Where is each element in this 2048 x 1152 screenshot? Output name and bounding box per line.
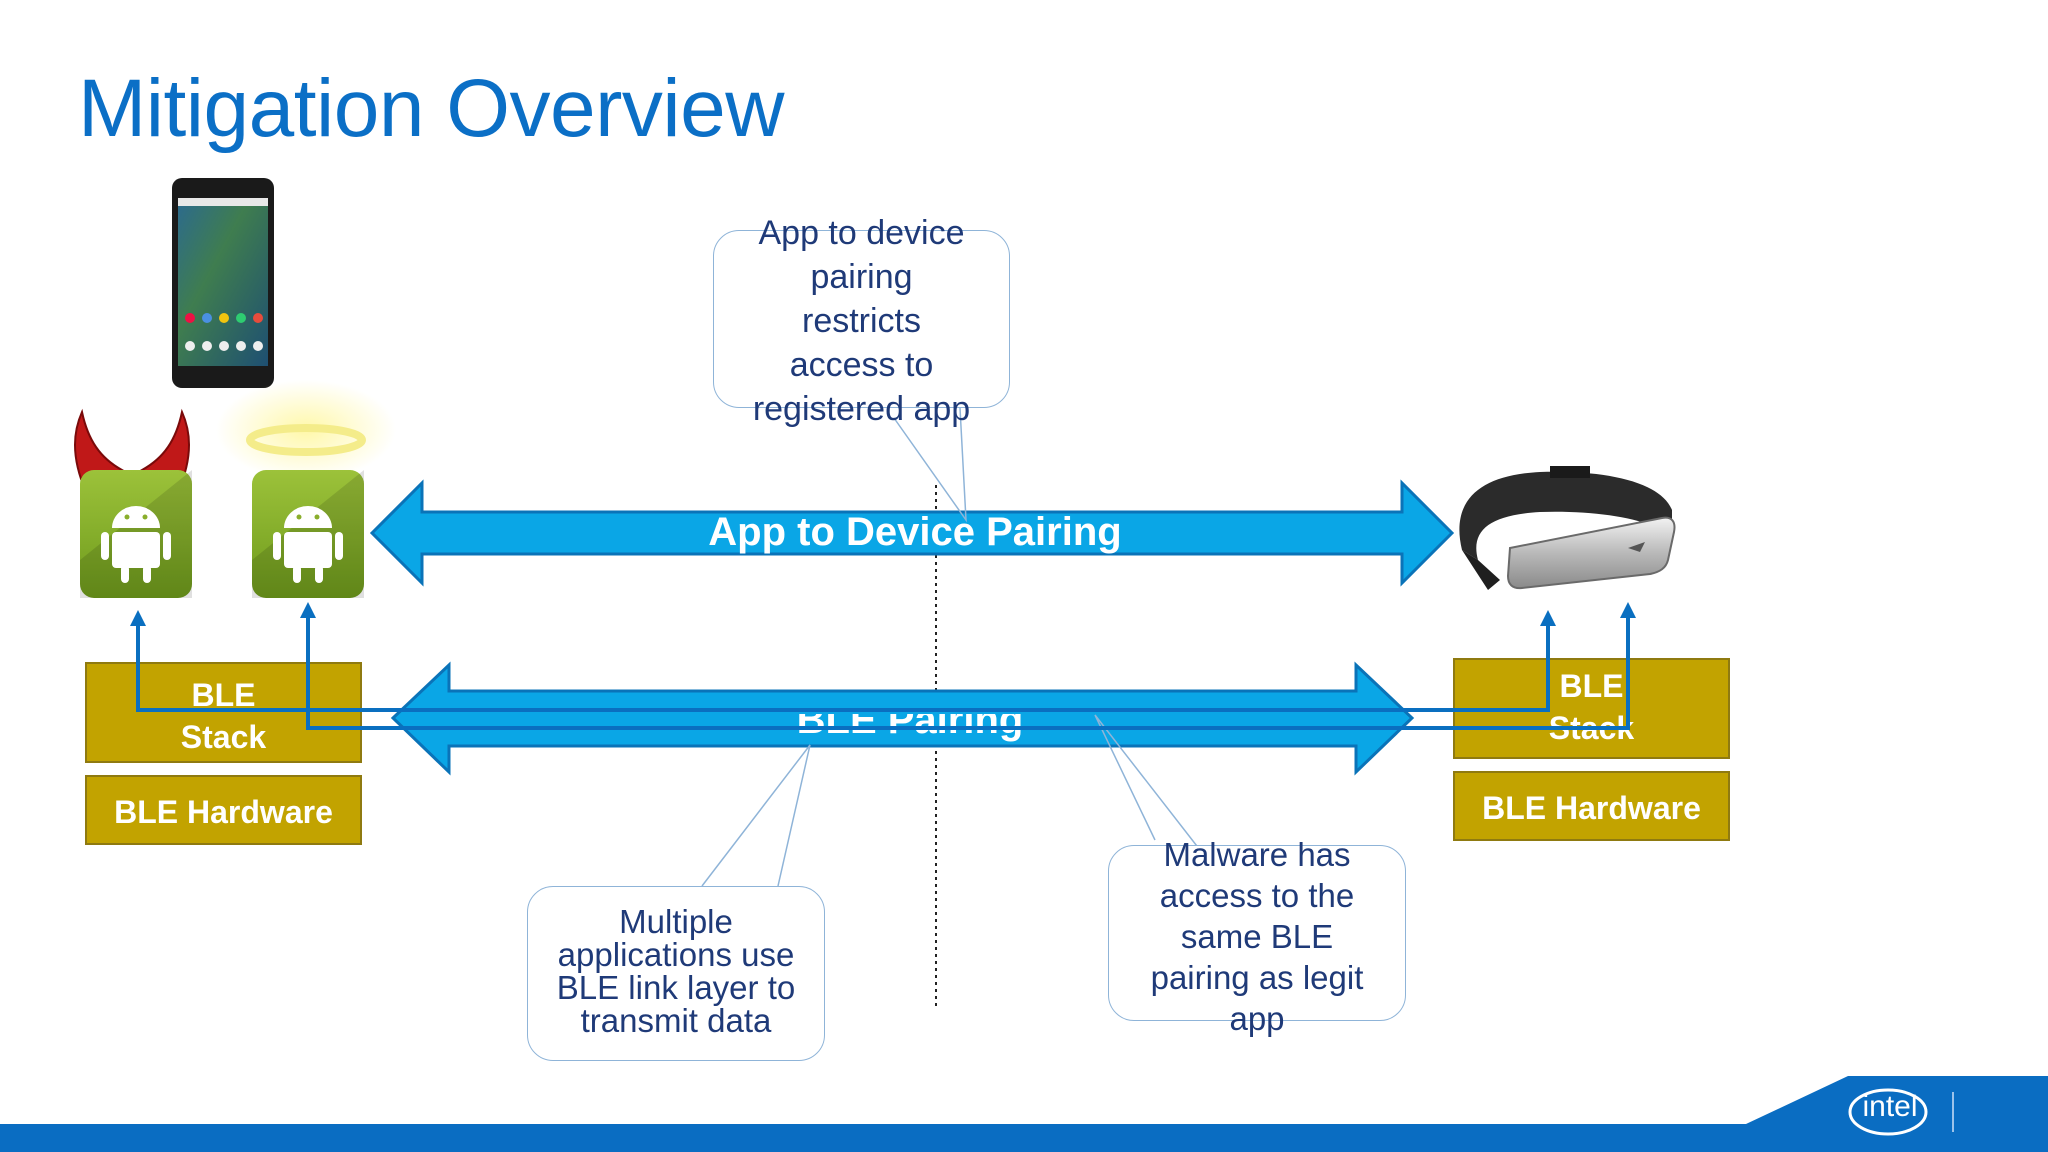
callout-line: App to device (758, 214, 965, 252)
callout-line: pairing (810, 258, 913, 296)
android-icon (273, 506, 343, 583)
left-ble-hardware-box: BLE Hardware (85, 775, 362, 845)
callout-line: restricts (802, 302, 921, 340)
malicious-app-icon (74, 408, 192, 598)
callout-line: transmit data (580, 1002, 772, 1039)
stack-line: Stack (180, 719, 267, 755)
stack-line: BLE (1559, 668, 1624, 704)
arrowhead-icon (130, 610, 146, 626)
callout-line: registered app (752, 390, 971, 428)
callout-line: pairing as legit (1150, 959, 1364, 996)
callout-line: access to (789, 346, 934, 384)
callout-line: same BLE (1180, 918, 1334, 955)
right-ble-hardware-box: BLE Hardware (1453, 771, 1730, 841)
page-title: Mitigation Overview (78, 63, 784, 154)
right-ble-stack-box: BLE Stack (1453, 658, 1730, 759)
arrowhead-icon (1620, 602, 1636, 618)
arrowhead-icon (1540, 610, 1556, 626)
stack-line: BLE (191, 677, 256, 713)
left-ble-stack-box: BLE Stack (85, 662, 362, 763)
footer-bar (0, 1076, 2048, 1152)
android-icon (101, 506, 171, 583)
stack-line: Stack (1548, 710, 1635, 746)
callout-multiple-apps: Multiple applications use BLE link layer… (527, 886, 825, 1061)
callout-line: BLE link layer to (556, 969, 796, 1006)
callout-line: Malware has (1163, 836, 1351, 873)
callout-line: access to the (1159, 877, 1355, 914)
intel-logo-text: intel (1862, 1090, 1918, 1123)
app-to-device-label: App to Device Pairing (708, 510, 1122, 554)
wristband-device-icon (1459, 466, 1676, 590)
app-to-device-arrow (369, 479, 1455, 587)
intel-logo-icon (1848, 1088, 1928, 1136)
callout-malware: Malware has access to the same BLE pairi… (1108, 836, 1406, 1037)
callout-line: Multiple (619, 903, 733, 940)
callout-line: app (1229, 1000, 1285, 1037)
callout-line: applications use (557, 936, 795, 973)
arrowhead-icon (300, 602, 316, 618)
smartphone-icon (172, 178, 274, 388)
callout-pairing: App to device pairing restricts access t… (713, 214, 1010, 428)
legit-app-icon (216, 380, 396, 598)
